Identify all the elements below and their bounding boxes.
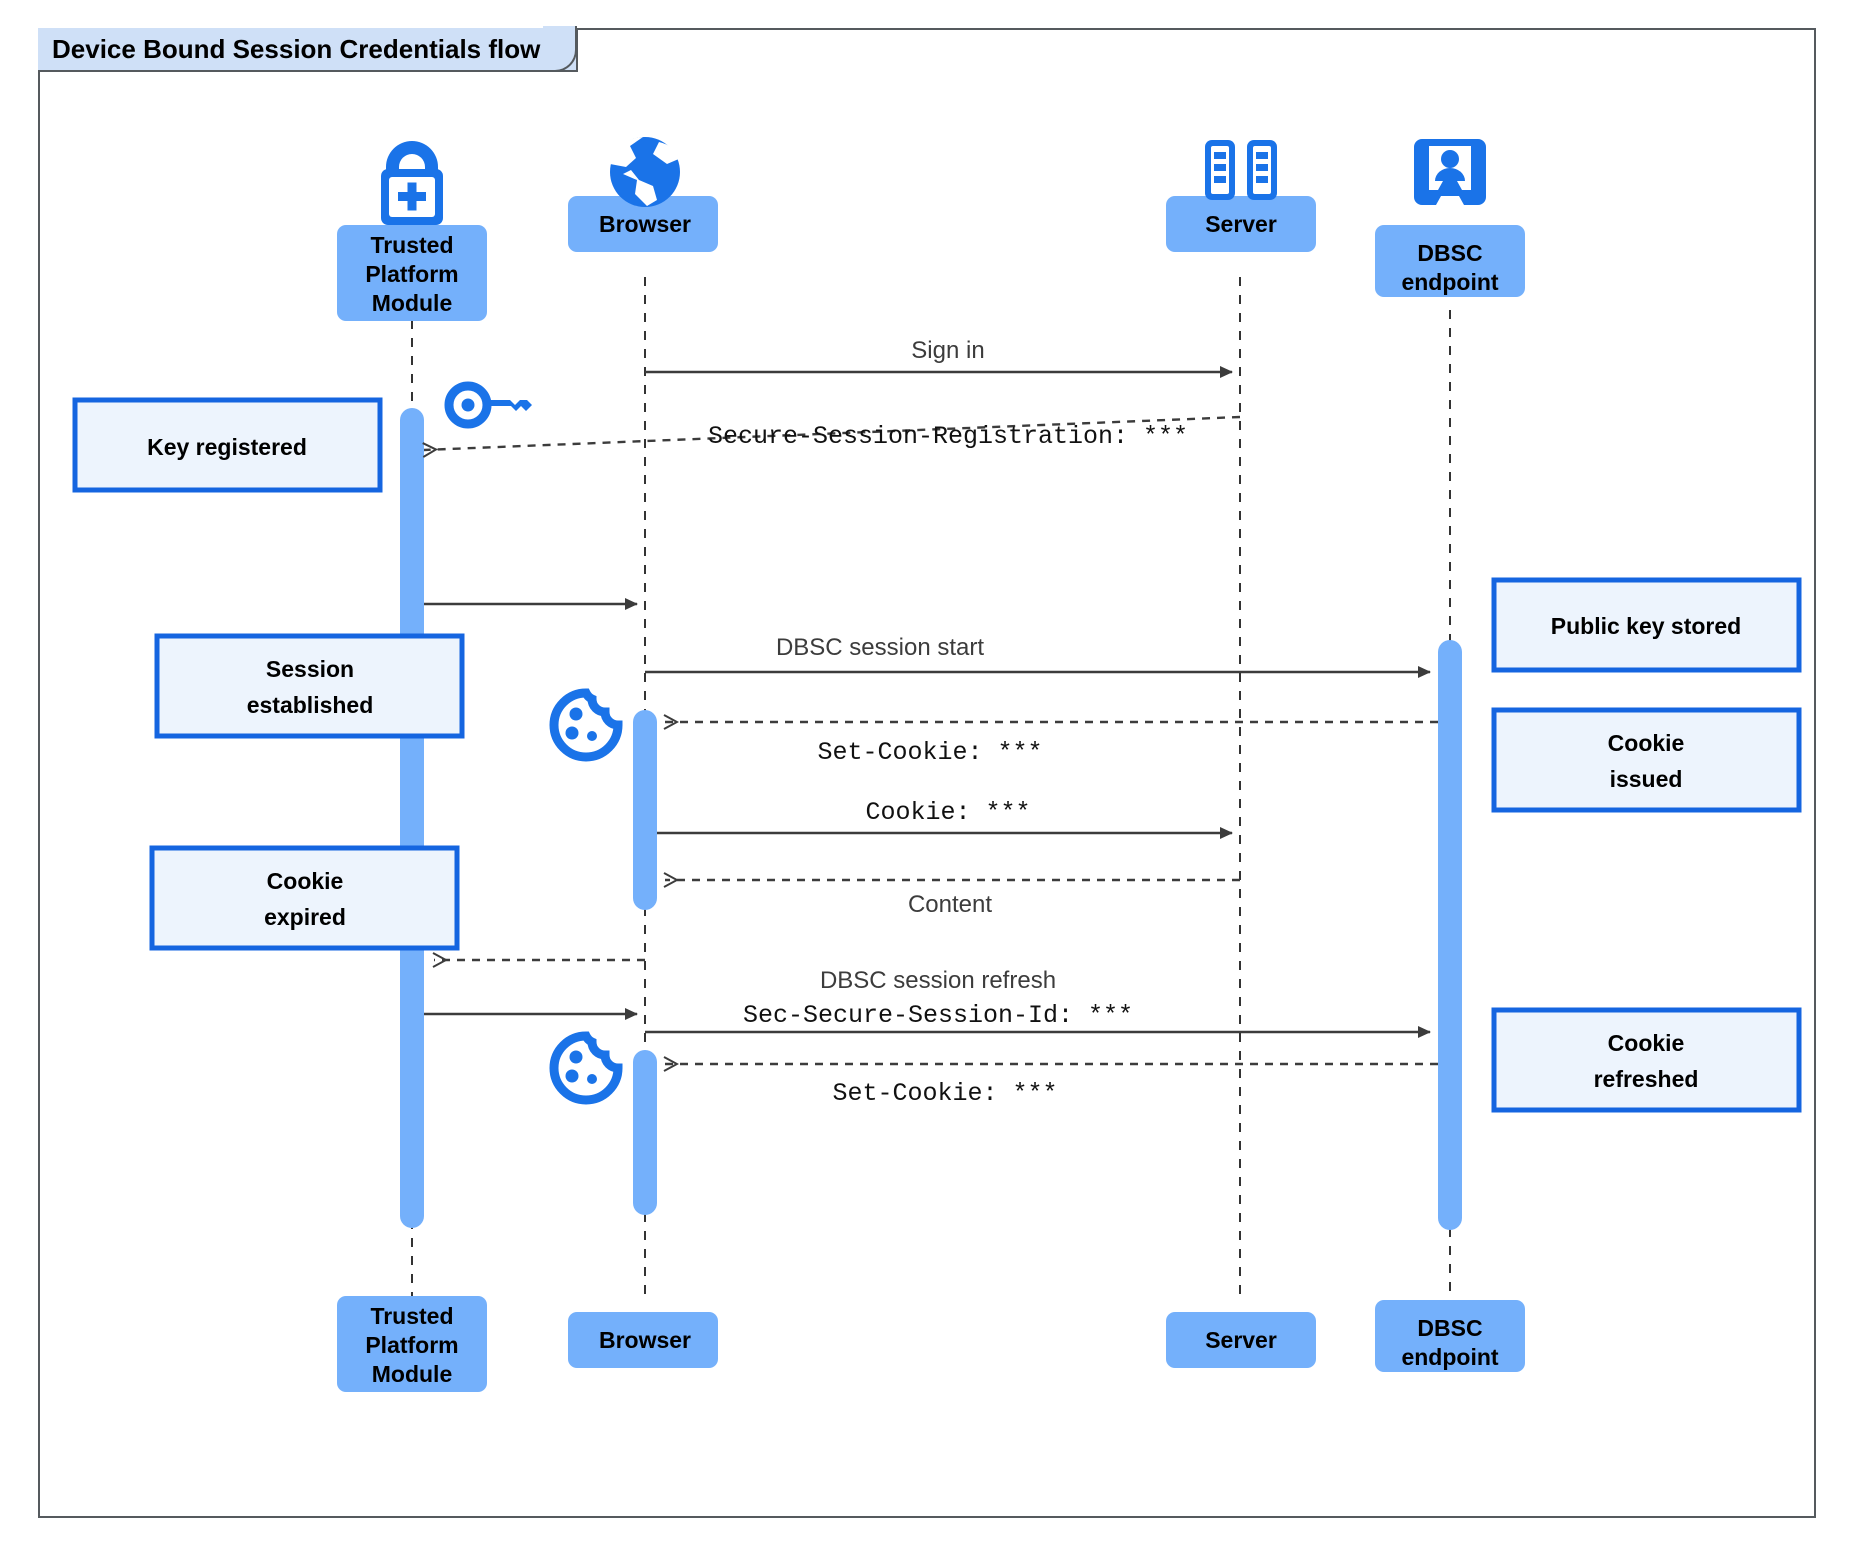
id-badge-icon: [1414, 139, 1486, 205]
participant-label-line: Platform: [365, 261, 458, 287]
message-label: Sign in: [911, 337, 984, 364]
note-box: [1491, 1007, 1802, 1113]
message-label: Set-Cookie: ***: [832, 1079, 1057, 1108]
frame-title-tab: Device Bound Session Credentials flow: [38, 26, 579, 72]
lock-plus-icon: [381, 141, 443, 225]
note-line: Cookie: [267, 868, 344, 894]
participant-box[interactable]: [1166, 196, 1316, 252]
cookie-icon: [549, 1031, 623, 1105]
participant-label-line: Browser: [599, 211, 691, 237]
note-cookie-issued: Cookie issued: [1491, 707, 1802, 813]
participant-label-line: DBSC: [1417, 1315, 1482, 1341]
participant-box[interactable]: [1375, 225, 1525, 297]
participant-label-line: Module: [372, 1361, 453, 1387]
participant-server-top[interactable]: Server: [1166, 196, 1316, 252]
note-line: Cookie: [1608, 1030, 1685, 1056]
activation-bar-browser-1: [633, 710, 657, 910]
message-sign-in: Sign in: [645, 337, 1233, 378]
participant-tpm-bottom[interactable]: Trusted Platform Module: [337, 1296, 487, 1392]
participant-dbsc-top[interactable]: DBSC endpoint: [1375, 225, 1525, 297]
note-cookie-refreshed: Cookie refreshed: [1491, 1007, 1802, 1113]
participant-label-line: Trusted: [370, 232, 453, 258]
globe-icon: [610, 137, 681, 207]
message-set-cookie-2: Set-Cookie: ***: [665, 1064, 1438, 1108]
message-dbsc-session-refresh: DBSC session refresh Sec-Secure-Session-…: [424, 967, 1431, 1038]
message-label: Cookie: ***: [865, 798, 1030, 827]
note-key-registered: Key registered: [72, 397, 383, 493]
note-line: Public key stored: [1551, 613, 1741, 639]
message-label: DBSC session refresh: [820, 967, 1056, 994]
message-label: Content: [908, 891, 992, 918]
note-box: [1491, 577, 1802, 673]
message-set-cookie-1: Set-Cookie: ***: [665, 722, 1438, 767]
participant-label-line: Server: [1205, 211, 1277, 237]
participant-label-line: endpoint: [1401, 269, 1498, 295]
participant-label-line: Module: [372, 290, 453, 316]
frame-tab-corner: [543, 26, 578, 72]
participant-label-line: endpoint: [1401, 1344, 1498, 1370]
frame-title: Device Bound Session Credentials flow: [52, 33, 541, 64]
participant-tpm-top[interactable]: Trusted Platform Module: [337, 225, 487, 321]
note-box: [1491, 707, 1802, 813]
message-dbsc-session-start: DBSC session start: [645, 634, 1431, 678]
message-secure-session-registration: Secure-Session-Registration: ***: [424, 415, 1241, 451]
activation-bar-tpm: [400, 408, 424, 1228]
participant-box[interactable]: [568, 1312, 718, 1368]
cookie-icon: [549, 688, 623, 762]
participant-browser-bottom[interactable]: Browser: [568, 1312, 718, 1368]
message-label: DBSC session start: [776, 634, 984, 661]
participant-dbsc-bottom[interactable]: DBSC endpoint: [1375, 1300, 1525, 1372]
participant-label-line: Server: [1205, 1327, 1277, 1353]
note-line: refreshed: [1594, 1066, 1699, 1092]
message-label: Secure-Session-Registration: ***: [708, 422, 1188, 451]
note-public-key-stored: Public key stored: [1491, 577, 1802, 673]
message-arrow: [424, 415, 1241, 450]
note-box: [149, 845, 460, 951]
participant-box[interactable]: [568, 196, 718, 252]
activation-bar-browser-2: [633, 1050, 657, 1215]
activation-bars: [400, 408, 1462, 1230]
note-line: established: [247, 692, 374, 718]
message-cookie: Cookie: ***: [657, 798, 1233, 839]
participant-box[interactable]: [1166, 1312, 1316, 1368]
message-label: Sec-Secure-Session-Id: ***: [743, 1001, 1133, 1030]
participant-box[interactable]: [337, 225, 487, 321]
note-session-established: Session established: [154, 633, 465, 739]
message-label: Set-Cookie: ***: [817, 738, 1042, 767]
participant-label-line: Browser: [599, 1327, 691, 1353]
activation-bar-dbsc: [1438, 640, 1462, 1230]
note-cookie-expired: Cookie expired: [149, 845, 460, 951]
note-line: Session: [266, 656, 354, 682]
server-racks-icon: [1205, 140, 1277, 200]
participant-label-line: DBSC: [1417, 240, 1482, 266]
note-line: Key registered: [147, 434, 307, 460]
participant-browser-top[interactable]: Browser: [568, 196, 718, 252]
participant-box[interactable]: [337, 1296, 487, 1392]
note-box: [154, 633, 465, 739]
participant-server-bottom[interactable]: Server: [1166, 1312, 1316, 1368]
note-line: expired: [264, 904, 346, 930]
note-line: Cookie: [1608, 730, 1685, 756]
note-box: [72, 397, 383, 493]
participant-label-line: Platform: [365, 1332, 458, 1358]
participant-box[interactable]: [1375, 1300, 1525, 1372]
key-icon: [444, 381, 532, 429]
message-content: Content: [665, 880, 1240, 918]
participant-label-line: Trusted: [370, 1303, 453, 1329]
note-line: issued: [1610, 766, 1683, 792]
